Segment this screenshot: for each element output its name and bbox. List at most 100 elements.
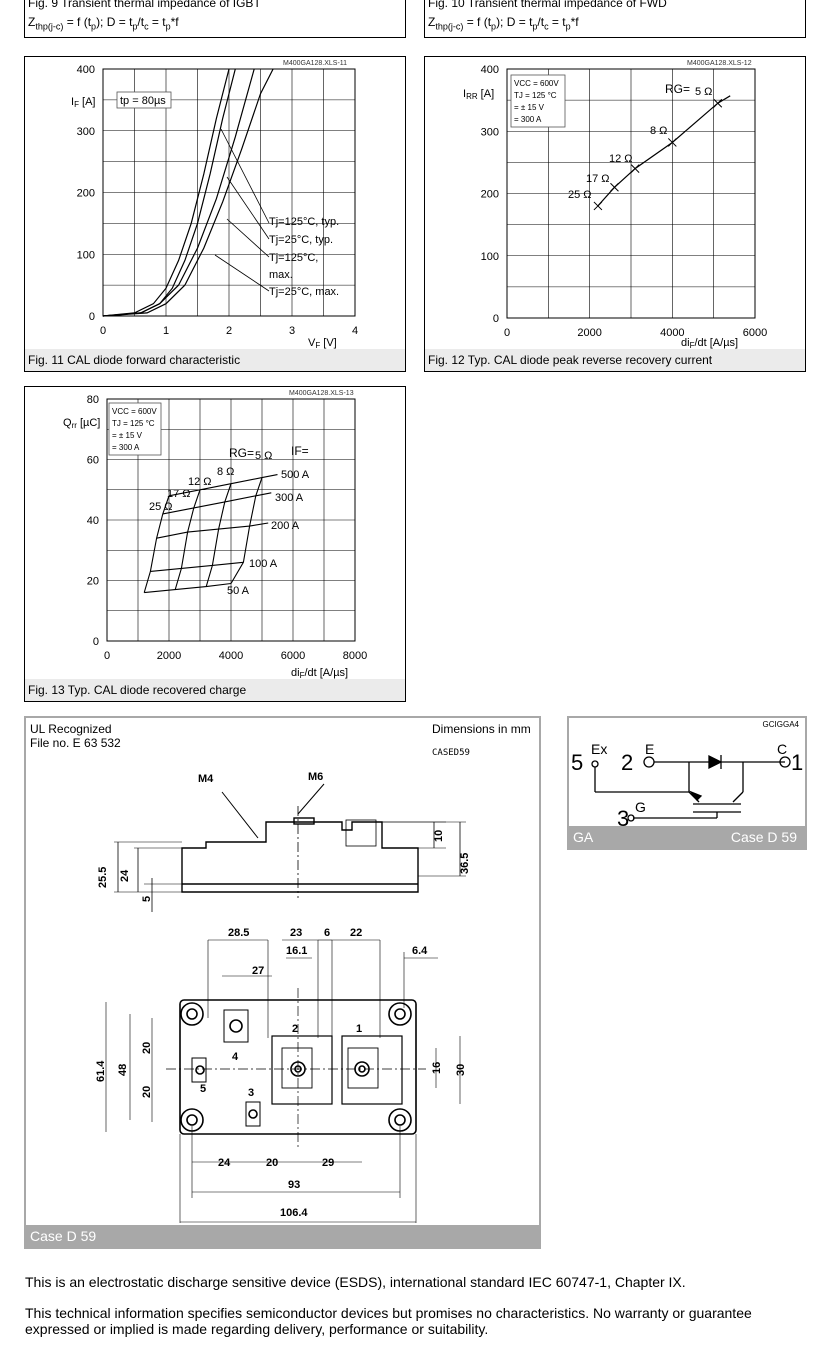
dim-5: 5: [141, 896, 153, 902]
fig11-label-25max: Tj=25°C, max.: [269, 286, 339, 298]
fig10-title: Fig. 10 Transient thermal impedance of F…: [428, 0, 667, 10]
fig13-rg-17: 17 Ω: [167, 488, 191, 500]
fig13-rg-line: [205, 483, 232, 587]
tp-box: [116, 91, 172, 109]
fig11-x-tick: 2: [226, 325, 232, 337]
side-view: [114, 783, 466, 912]
dim-27: 27: [252, 965, 264, 977]
fig12-label-17: 17 Ω: [586, 173, 610, 185]
fig13-cond-3: = 300 A: [112, 443, 140, 452]
fig12-y-tick: 100: [481, 251, 499, 263]
dim-29: 29: [322, 1157, 334, 1169]
fig13-caption: Fig. 13 Typ. CAL diode recovered charge: [25, 679, 405, 701]
fig12-x-tick: 0: [504, 327, 510, 339]
fig11-y-axis-label: IF [A]: [71, 96, 95, 109]
case-caption: Case D 59: [26, 1225, 539, 1247]
fig12-caption: Fig. 12 Typ. CAL diode peak reverse reco…: [425, 349, 805, 371]
top-view: [166, 988, 426, 1148]
fig11-y-tick: 300: [77, 126, 95, 138]
fig13-rg-label: RG=: [229, 446, 254, 460]
fig13-x-tick: 4000: [219, 650, 243, 662]
tp-box-label: tp = 80µs: [120, 95, 166, 107]
dim-28-5: 28.5: [228, 927, 249, 939]
schematic-label-case: Case D 59: [730, 829, 797, 845]
fig13-series-line-3: [150, 561, 244, 572]
fig12-cond-box: [510, 74, 566, 128]
esds-note: This is an electrostatic discharge sensi…: [25, 1274, 686, 1290]
fig13-cond-2: = ± 15 V: [112, 431, 143, 440]
case-drawing-box: UL Recognized File no. E 63 532 Dimensio…: [24, 716, 541, 1249]
pin-label-2: 2: [292, 1023, 298, 1035]
fig11-label-max: max.: [269, 269, 293, 281]
schematic-caption: GA Case D 59: [569, 826, 805, 848]
fig11-series-line-0: [102, 68, 230, 317]
ul-recognized: UL Recognized File no. E 63 532: [30, 722, 121, 750]
fig12-marker: [713, 98, 723, 108]
fig11-x-tick: 0: [100, 325, 106, 337]
fig13-code: M400GA128.XLS-13: [289, 390, 354, 397]
fig13-y-tick: 20: [87, 576, 99, 588]
m6-label: M6: [308, 771, 323, 783]
schem-ex: Ex: [591, 741, 607, 757]
m4-label: M4: [198, 773, 214, 785]
fig13-if-label: IF=: [291, 444, 309, 458]
pin-label-1: 1: [356, 1023, 362, 1035]
dim-16-1: 16.1: [286, 945, 307, 957]
fig11-x-tick: 1: [163, 325, 169, 337]
fig12-marker: [630, 164, 640, 173]
dim-25-5: 25.5: [97, 867, 109, 888]
fig11-label-25typ: Tj=25°C, typ.: [269, 234, 333, 246]
fig11-x-tick: 4: [352, 325, 358, 337]
fig13-rg-5: 5 Ω: [255, 450, 272, 462]
fig11-x-tick: 3: [289, 325, 295, 337]
fig12-x-tick: 6000: [743, 327, 767, 339]
fig13-plot-frame: [106, 398, 356, 642]
fig13-x-tick: 6000: [281, 650, 305, 662]
dim-10: 10: [433, 830, 445, 842]
fig11-caption: Fig. 11 CAL diode forward characteristic: [25, 349, 405, 371]
schematic-drawing: 5 Ex 2 E C 1 3 G: [571, 741, 803, 826]
dim-106-4: 106.4: [280, 1207, 308, 1219]
fig13-y-tick: 80: [87, 394, 99, 406]
fig12-y-tick: 0: [493, 313, 499, 325]
fig13-rg-12: 12 Ω: [188, 476, 212, 488]
fig13-y-tick: 60: [87, 455, 99, 467]
fig12-label-5: 5 Ω: [695, 86, 712, 98]
fig13-rg-line: [143, 495, 170, 593]
fig12-label-25: 25 Ω: [568, 189, 592, 201]
fig12-plot-frame: [506, 68, 756, 319]
fig9-formula: Zthp(j-c) = f (tp); D = tp/tc = tp*f: [28, 15, 179, 32]
schem-c: C: [777, 741, 787, 757]
schematic-box: GCIGGA4 5 Ex 2 E C 1 3: [567, 716, 807, 850]
fig13-i-200: 200 A: [271, 520, 300, 532]
schematic-label-ga: GA: [573, 829, 594, 845]
fig9-header-box: Fig. 9 Transient thermal impedance of IG…: [24, 0, 406, 38]
schem-pin-1: 1: [791, 750, 803, 775]
fig11-label-125typ: Tj=125°C, typ.: [269, 216, 339, 228]
fig11-y-tick: 0: [89, 311, 95, 323]
fig13-x-tick: 8000: [343, 650, 367, 662]
fig12-code: M400GA128.XLS-12: [687, 60, 752, 67]
schem-e: E: [645, 741, 654, 757]
fig12-x-tick: 2000: [577, 327, 601, 339]
fig12-x-axis-label: diF/dt [A/µs]: [681, 337, 738, 349]
schematic-code: GCIGGA4: [762, 720, 799, 729]
fig12-x-tick: 4000: [660, 327, 684, 339]
fig13-i-50: 50 A: [227, 585, 250, 597]
dim-20b: 20: [141, 1086, 153, 1098]
fig11-x-axis-label: VF [V]: [308, 337, 337, 349]
fig11-code: M400GA128.XLS-11: [283, 60, 347, 67]
fig13-y-axis-label: Qrr [µC]: [63, 417, 100, 430]
fig11-series-line-3: [102, 68, 274, 317]
fig10-header-box: Fig. 10 Transient thermal impedance of F…: [424, 0, 806, 38]
fig13-x-tick: 2000: [157, 650, 181, 662]
fig13-cond-0: VCC = 600V: [112, 407, 157, 416]
fig13-rg-line: [230, 477, 263, 584]
fig13-i-100: 100 A: [249, 558, 278, 570]
fig12-series-line-0: [597, 95, 731, 207]
case-outline-drawing: M4 M6 10 36.5 25.5 24 5: [95, 771, 471, 1223]
